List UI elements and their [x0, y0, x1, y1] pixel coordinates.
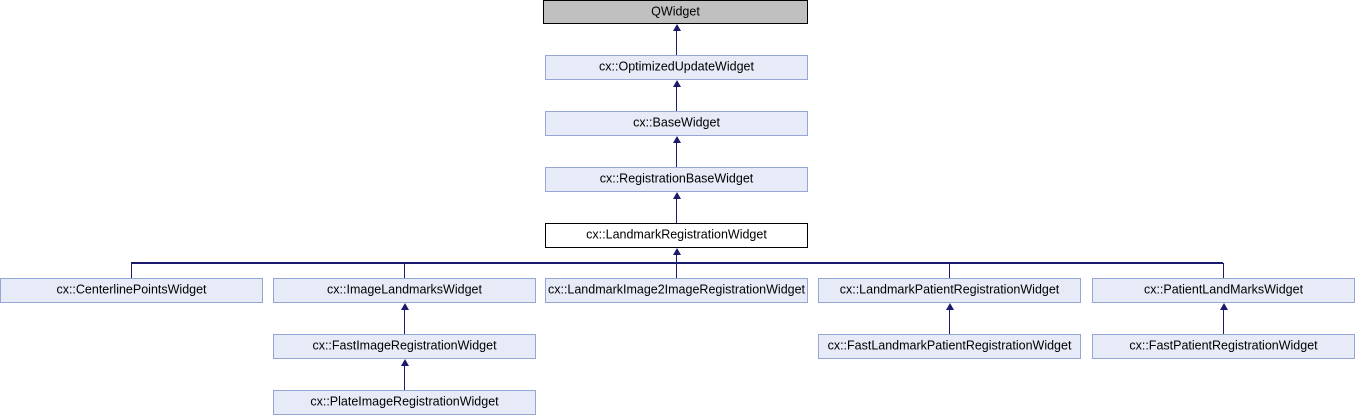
class-node-fastimageregistration[interactable]: cx::FastImageRegistrationWidget: [273, 334, 536, 359]
class-node-label: cx::FastPatientRegistrationWidget: [1129, 338, 1318, 353]
arrowhead-imagelandmarks: [400, 303, 409, 310]
class-node-label: cx::PatientLandMarksWidget: [1143, 282, 1304, 297]
class-node-label: cx::CenterlinePointsWidget: [56, 282, 207, 297]
class-node-imagelandmarks[interactable]: cx::ImageLandmarksWidget: [273, 278, 536, 303]
edge-plateimageregistration-to-fastimageregistration: [403, 366, 406, 390]
class-node-label: cx::FastLandmarkPatientRegistrationWidge…: [827, 338, 1072, 353]
edge-registrationbase-to-basewidget: [675, 143, 678, 167]
class-node-label: cx::ImageLandmarksWidget: [327, 282, 482, 297]
edge-landmarkpatient-to-bus: [948, 263, 951, 278]
arrowhead-basewidget: [672, 136, 681, 143]
class-node-label: cx::LandmarkPatientRegistrationWidget: [839, 282, 1060, 297]
class-node-label: cx::BaseWidget: [633, 115, 720, 130]
arrowhead-fastimageregistration: [400, 359, 409, 366]
class-node-centerlinepoints[interactable]: cx::CenterlinePointsWidget: [0, 278, 263, 303]
class-node-label: cx::OptimizedUpdateWidget: [599, 59, 754, 74]
arrowhead-patientlandmarks: [1219, 303, 1228, 310]
arrowhead-registrationbase: [672, 192, 681, 199]
edge-fastimageregistration-to-imagelandmarks: [403, 310, 406, 334]
edge-centerlinepoints-to-bus: [130, 263, 133, 278]
class-node-label: cx::RegistrationBaseWidget: [599, 171, 754, 186]
arrowhead-optimizedupdate: [672, 80, 681, 87]
class-node-landmarkregistration[interactable]: cx::LandmarkRegistrationWidget: [545, 223, 808, 248]
class-node-fastlandmarkpatient[interactable]: cx::FastLandmarkPatientRegistrationWidge…: [818, 334, 1081, 359]
class-node-registrationbase[interactable]: cx::RegistrationBaseWidget: [545, 167, 808, 192]
arrowhead-landmarkregistration-bus: [672, 248, 681, 255]
class-node-label: cx::LandmarkRegistrationWidget: [586, 227, 767, 242]
edge-imagelandmarks-to-bus: [403, 263, 406, 278]
class-node-optimizedupdate[interactable]: cx::OptimizedUpdateWidget: [545, 55, 808, 80]
edge-optimizedupdate-to-qwidget: [675, 31, 678, 55]
class-node-fastpatientregistration[interactable]: cx::FastPatientRegistrationWidget: [1092, 334, 1355, 359]
edge-patientlandmarks-to-bus: [1222, 263, 1225, 278]
edge-bus-stem: [675, 255, 678, 263]
class-node-label: cx::PlateImageRegistrationWidget: [310, 394, 499, 409]
class-node-landmarkimage2image[interactable]: cx::LandmarkImage2ImageRegistrationWidge…: [545, 278, 808, 303]
arrowhead-qwidget: [672, 24, 681, 31]
class-node-plateimageregistration[interactable]: cx::PlateImageRegistrationWidget: [273, 390, 536, 415]
class-node-patientlandmarks[interactable]: cx::PatientLandMarksWidget: [1092, 278, 1355, 303]
class-node-qwidget[interactable]: QWidget: [543, 0, 808, 24]
class-node-landmarkpatient[interactable]: cx::LandmarkPatientRegistrationWidget: [818, 278, 1081, 303]
class-node-label: QWidget: [651, 4, 700, 19]
edge-landmarkregistration-to-registrationbase: [675, 199, 678, 223]
arrowhead-landmarkpatient: [945, 303, 954, 310]
class-node-label: cx::FastImageRegistrationWidget: [312, 338, 497, 353]
class-node-basewidget[interactable]: cx::BaseWidget: [545, 111, 808, 136]
edge-basewidget-to-optimizedupdate: [675, 87, 678, 111]
class-node-label: cx::LandmarkImage2ImageRegistrationWidge…: [547, 282, 806, 297]
edge-landmarkimage2image-to-bus: [675, 263, 678, 278]
edge-fastpatientregistration-to-patientlandmarks: [1222, 310, 1225, 334]
edge-fastlandmarkpatient-to-landmarkpatient: [948, 310, 951, 334]
